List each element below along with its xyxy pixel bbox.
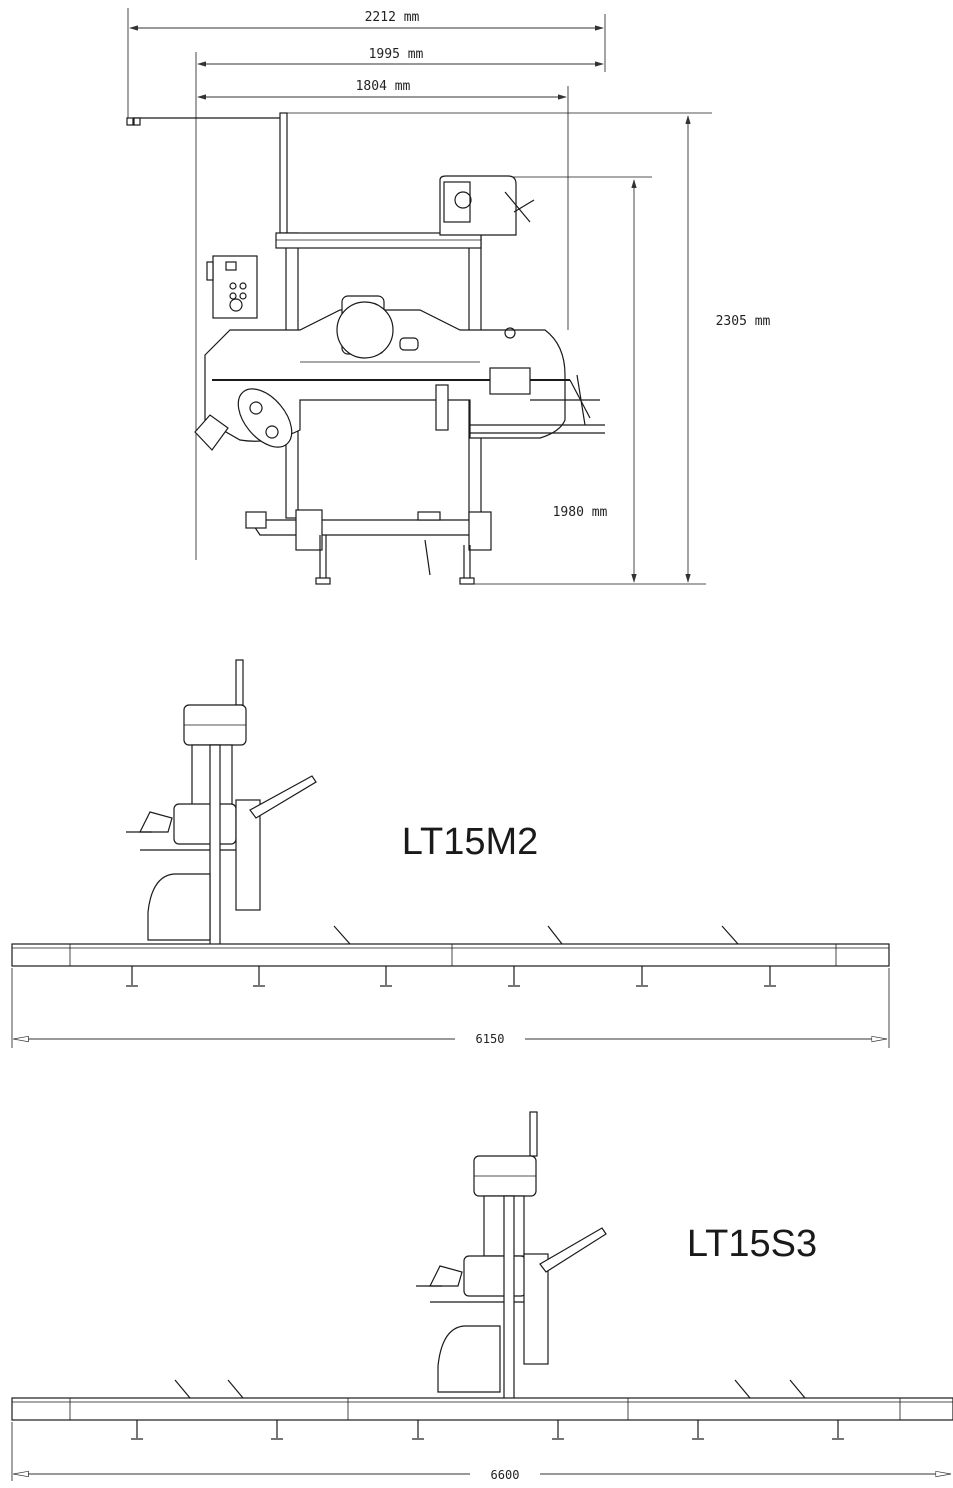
control-button bbox=[239, 282, 247, 290]
log-dog bbox=[174, 1379, 191, 1399]
guard-lever-2 bbox=[513, 199, 535, 213]
chute-panel bbox=[437, 1325, 501, 1393]
guard-wheel bbox=[454, 191, 472, 209]
side-arm bbox=[539, 1227, 607, 1273]
dim-label-2212: 2212 mm bbox=[365, 10, 420, 25]
log-dog bbox=[734, 1379, 751, 1399]
side-arm bbox=[249, 775, 317, 819]
control-button bbox=[239, 292, 247, 300]
control-knob bbox=[229, 298, 243, 312]
model-label-lt15s3: LT15S3 bbox=[687, 1223, 817, 1265]
log-dog bbox=[789, 1379, 806, 1399]
log-bed bbox=[248, 519, 482, 536]
rail-legs bbox=[126, 966, 776, 987]
arm-end-left bbox=[126, 117, 134, 126]
control-box-hinge bbox=[206, 261, 214, 281]
engine-motor bbox=[336, 301, 394, 359]
carriage-right bbox=[468, 511, 492, 551]
log-dog bbox=[333, 925, 351, 945]
sawdust-chute bbox=[194, 414, 229, 451]
foot bbox=[459, 577, 475, 585]
top-crossbeam bbox=[275, 232, 482, 249]
model-label-lt15m2: LT15M2 bbox=[402, 821, 539, 863]
guard-window bbox=[443, 181, 471, 223]
dim-label-6150: 6150 bbox=[476, 1032, 505, 1046]
dim-label-1980: 1980 mm bbox=[553, 505, 608, 520]
control-box bbox=[212, 255, 258, 319]
log-dog bbox=[721, 925, 739, 945]
side-panel bbox=[235, 799, 261, 911]
track-rail bbox=[11, 943, 890, 967]
log-dog bbox=[547, 925, 563, 945]
handle bbox=[429, 1265, 463, 1287]
side-view-lt15s3: LT15S3 bbox=[11, 1111, 953, 1482]
clamp bbox=[417, 511, 441, 521]
control-label bbox=[225, 261, 237, 271]
carriage-left bbox=[295, 509, 323, 551]
chute-panel bbox=[147, 873, 211, 941]
crank-handle bbox=[569, 379, 591, 419]
pulley bbox=[249, 401, 263, 415]
control-button bbox=[229, 292, 237, 300]
mast-post bbox=[503, 1195, 515, 1402]
handle bbox=[139, 811, 173, 833]
dim-label-1995: 1995 mm bbox=[369, 47, 424, 62]
crank-handle bbox=[576, 374, 586, 426]
front-view-sawmill bbox=[126, 112, 605, 585]
crank-housing bbox=[489, 367, 531, 395]
side-view-lt15m2: LT15M2 bbox=[11, 659, 890, 1048]
rail-legs bbox=[131, 1420, 844, 1440]
dim-label-6600: 6600 bbox=[491, 1468, 520, 1482]
side-panel bbox=[523, 1253, 549, 1365]
guard-lever-1 bbox=[504, 191, 531, 223]
mast-top bbox=[235, 659, 244, 706]
foot bbox=[315, 577, 331, 585]
log-dog bbox=[227, 1379, 244, 1399]
mast-post bbox=[209, 744, 221, 951]
clamp bbox=[245, 511, 267, 529]
arm-end-right bbox=[133, 117, 141, 126]
leg bbox=[424, 539, 431, 576]
bolt bbox=[504, 327, 516, 339]
mast-top bbox=[279, 112, 288, 234]
control-button bbox=[229, 282, 237, 290]
dim-label-1804: 1804 mm bbox=[356, 79, 411, 94]
mast-top bbox=[529, 1111, 538, 1157]
dim-label-2305: 2305 mm bbox=[716, 314, 771, 329]
engine bbox=[173, 803, 237, 845]
blade-guide bbox=[435, 384, 449, 431]
pulley bbox=[265, 425, 279, 439]
front-view-dimensions: 2212 mm 1995 mm 1804 mm 2305 mm 1980 mm bbox=[127, 8, 771, 585]
track-rail bbox=[11, 1397, 953, 1421]
engine bbox=[463, 1255, 527, 1297]
motor-badge bbox=[399, 337, 419, 351]
